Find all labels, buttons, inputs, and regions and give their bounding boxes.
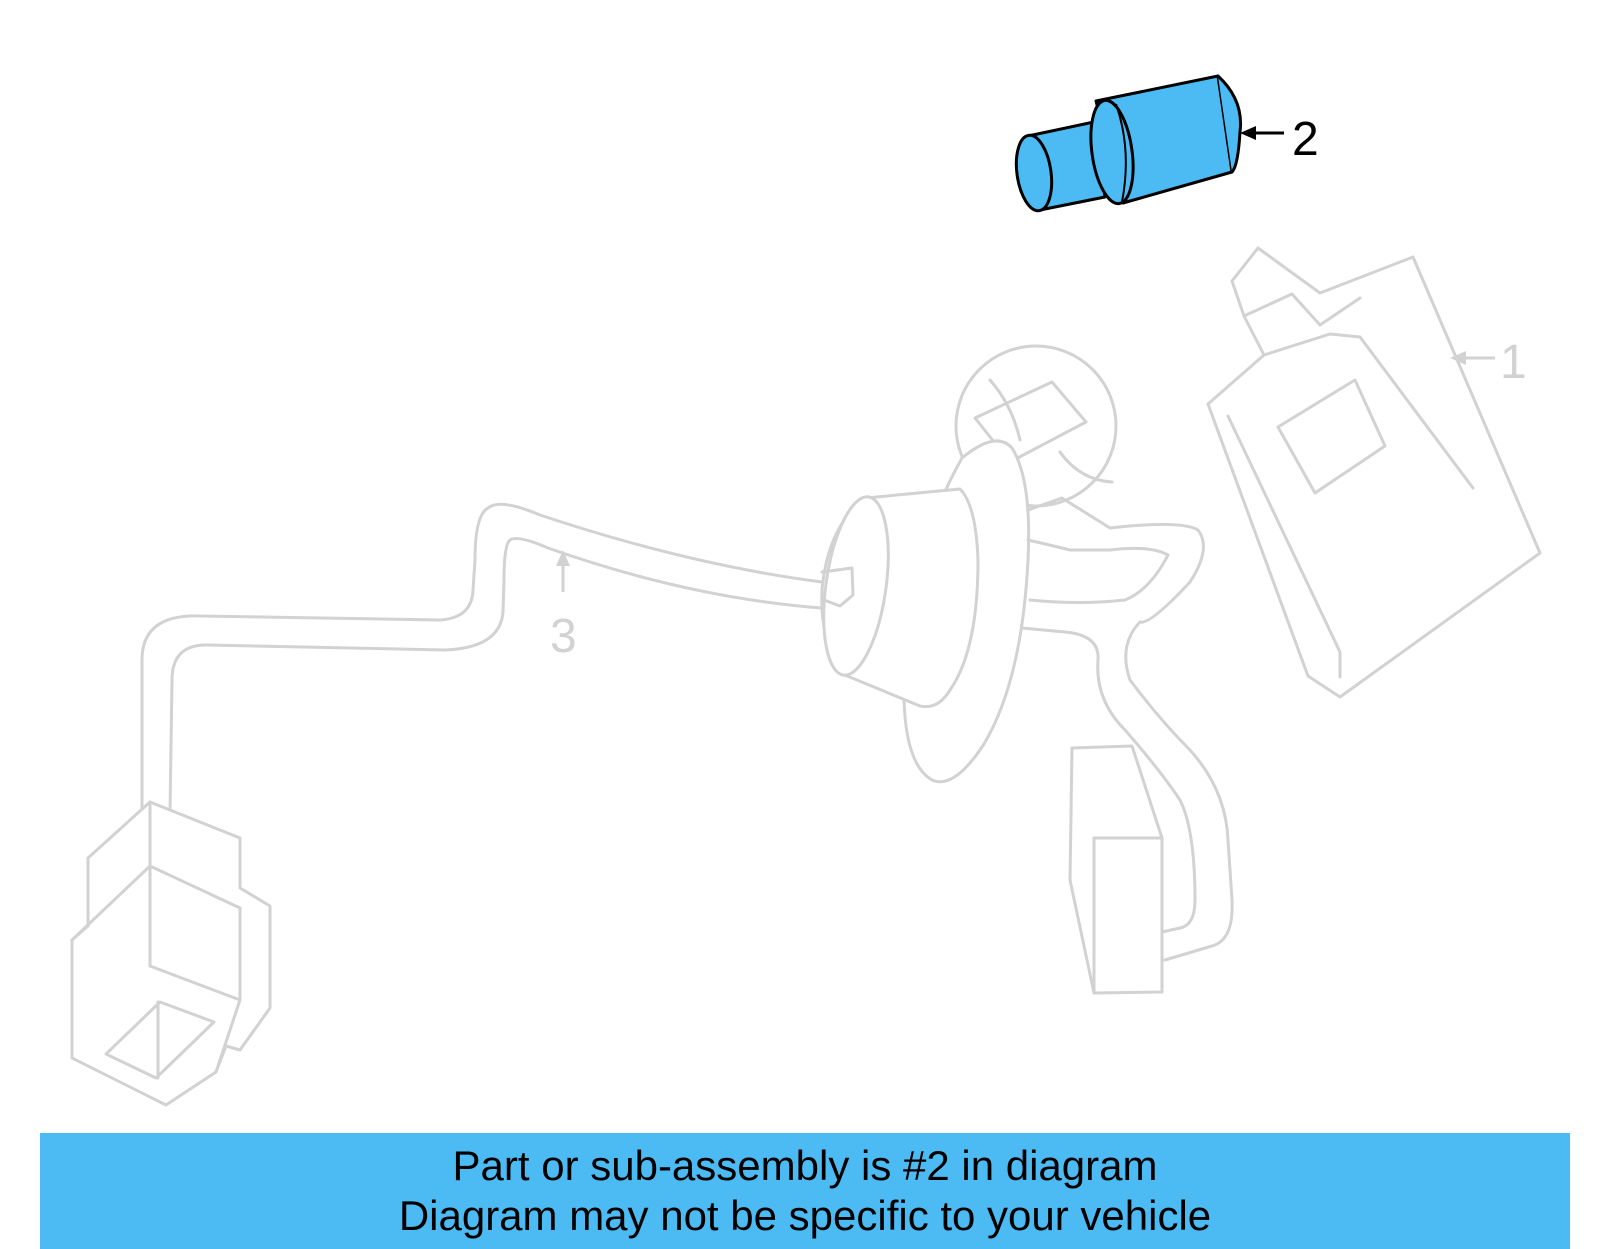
part-3-socket-harness xyxy=(70,344,1234,1107)
callout-part-3: 3 xyxy=(550,550,577,663)
part-1-lamp-housing xyxy=(1206,246,1542,699)
banner-line-2: Diagram may not be specific to your vehi… xyxy=(398,1192,1212,1239)
callout-label-2: 2 xyxy=(1292,113,1319,166)
callout-part-2: 2 xyxy=(1240,113,1319,166)
info-banner: Part or sub-assembly is #2 in diagram Di… xyxy=(40,1133,1570,1249)
banner-line-1: Part or sub-assembly is #2 in diagram xyxy=(452,1142,1158,1189)
callout-label-3: 3 xyxy=(550,610,577,663)
callout-label-1: 1 xyxy=(1500,336,1527,389)
callout-part-1: 1 xyxy=(1450,336,1527,389)
part-2-bulb[interactable] xyxy=(1012,74,1243,213)
